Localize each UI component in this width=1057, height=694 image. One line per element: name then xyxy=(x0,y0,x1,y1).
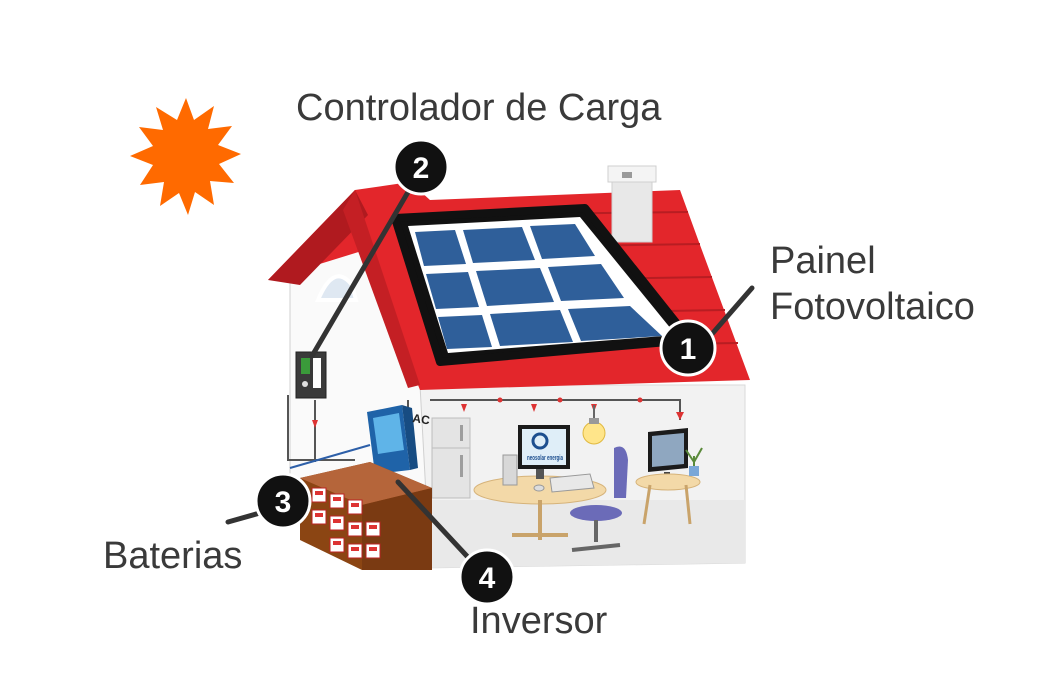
label-batteries: Baterias xyxy=(103,535,243,577)
label-pv-panel-line2: Fotovoltaico xyxy=(770,286,975,328)
wiring-arrows xyxy=(312,397,684,428)
controller-icon xyxy=(295,351,327,399)
battery-bank-icon xyxy=(300,462,432,570)
badge-inverter-number: 4 xyxy=(479,562,496,595)
badge-pv-panel: 1 xyxy=(659,319,717,377)
lamp-icon xyxy=(582,405,606,445)
computer-icon: neosolar energia xyxy=(473,425,607,540)
ac-mark: AC xyxy=(412,411,431,427)
refrigerator-icon xyxy=(431,417,471,499)
inverter-icon xyxy=(367,405,418,474)
label-pv-panel-line1: Painel xyxy=(770,240,876,282)
badge-pv-panel-number: 1 xyxy=(680,333,697,366)
tv-icon xyxy=(635,428,703,525)
monitor-brand: neosolar energia xyxy=(527,455,563,462)
label-inverter: Inversor xyxy=(470,600,608,642)
badge-inverter: 4 xyxy=(458,548,516,606)
chair-icon xyxy=(570,446,628,552)
label-charge-controller: Controlador de Carga xyxy=(296,87,662,129)
badge-batteries: 3 xyxy=(254,472,312,530)
dc-line xyxy=(289,444,371,469)
badge-charge-controller: 2 xyxy=(392,138,450,196)
chimney-icon xyxy=(607,165,657,243)
sun-icon xyxy=(130,98,241,215)
badge-charge-controller-number: 2 xyxy=(413,152,430,185)
interior-floor xyxy=(420,500,745,568)
badge-batteries-number: 3 xyxy=(275,486,292,519)
